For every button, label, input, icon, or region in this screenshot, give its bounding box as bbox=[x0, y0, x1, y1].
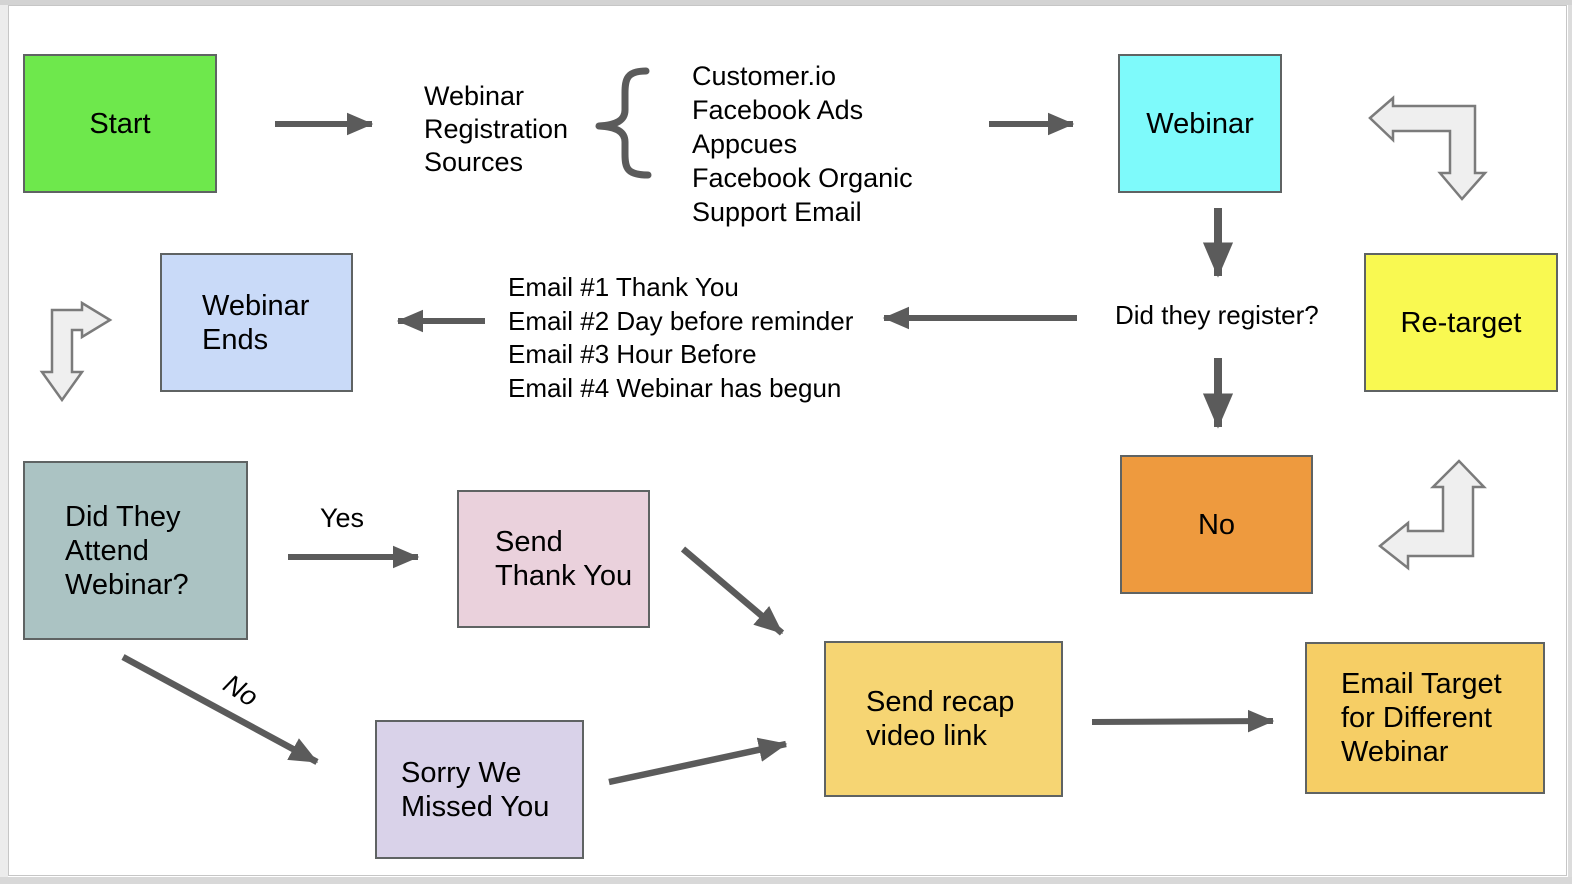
email-sequence-list: Email #1 Thank You Email #2 Day before r… bbox=[508, 272, 854, 403]
flow-node-webinar-ends[interactable]: Webinar Ends bbox=[160, 253, 353, 392]
window-right-strip bbox=[1568, 5, 1572, 877]
window-left-strip bbox=[0, 5, 8, 877]
flow-node-email-target[interactable]: Email Target for Different Webinar bbox=[1305, 642, 1545, 794]
flow-node-did-they-attend[interactable]: Did They Attend Webinar? bbox=[23, 461, 248, 640]
flow-node-start[interactable]: Start bbox=[23, 54, 217, 193]
flow-node-sorry-we-missed-you[interactable]: Sorry We Missed You bbox=[375, 720, 584, 859]
flow-node-retarget[interactable]: Re-target bbox=[1364, 253, 1558, 392]
yes-branch-label: Yes bbox=[320, 503, 365, 533]
flow-node-no[interactable]: No bbox=[1120, 455, 1313, 594]
flow-node-send-thank-you[interactable]: Send Thank You bbox=[457, 490, 650, 628]
window-top-strip bbox=[0, 0, 1572, 5]
window-bottom-strip bbox=[0, 877, 1572, 884]
webinar-registration-sources-label: Webinar Registration Sources bbox=[424, 81, 569, 177]
flow-node-send-recap-video-link[interactable]: Send recap video link bbox=[824, 641, 1063, 797]
registration-sources-list: Customer.io Facebook Ads Appcues Faceboo… bbox=[692, 61, 913, 227]
did-they-register-label: Did they register? bbox=[1115, 300, 1319, 330]
flow-node-webinar[interactable]: Webinar bbox=[1118, 54, 1282, 193]
